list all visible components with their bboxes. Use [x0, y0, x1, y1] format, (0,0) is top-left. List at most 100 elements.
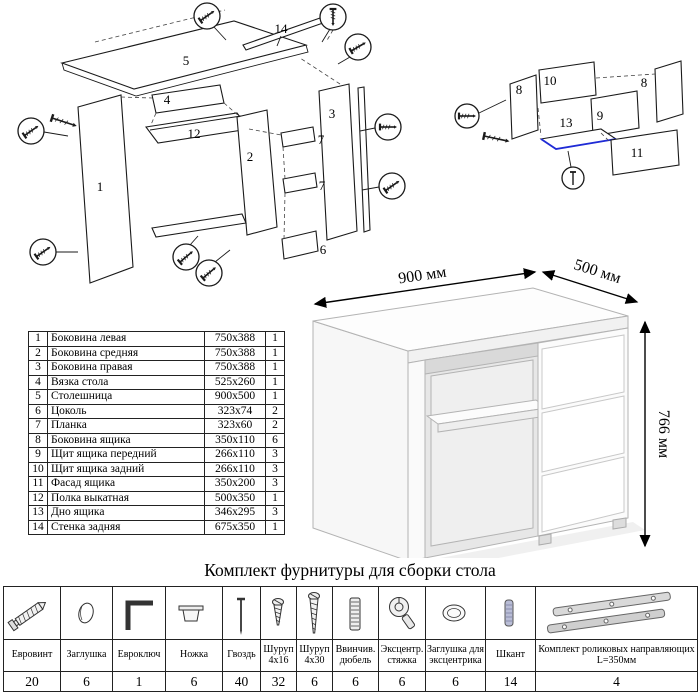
rail-bottom — [282, 172, 318, 194]
left-side-panel — [77, 94, 134, 284]
hardware-label: Гвоздь — [222, 639, 261, 672]
hardware-label: Шкант — [485, 639, 536, 672]
foot-icon — [178, 605, 204, 622]
hardware-label: Эксцентр. стяжка — [378, 639, 426, 672]
hardware-qty: 6 — [425, 671, 486, 692]
drawer-front-2 — [541, 395, 625, 473]
hardware-qty: 1 — [112, 671, 166, 692]
cap-icon — [78, 602, 94, 624]
hardware-qty-row: 20 6 1 6 40 32 6 6 6 6 14 4 — [3, 671, 698, 692]
nail-icon — [237, 597, 245, 635]
hardware-qty: 40 — [222, 671, 261, 692]
drawer-slide-icon — [546, 591, 671, 634]
hardware-qty: 6 — [60, 671, 113, 692]
drawer-front-1 — [541, 334, 625, 410]
drawer-back-panel — [538, 61, 597, 104]
part-label-4: 4 — [164, 92, 171, 107]
height-dimension-label: 766 мм — [655, 410, 672, 458]
hardware-kit-table: Евровинт Заглушка Евроключ Ножка Гвоздь … — [3, 586, 698, 692]
wood-dowel-icon — [504, 599, 514, 627]
hardware-label: Заглушка для эксцентрика — [425, 639, 486, 672]
drawer-front-panel — [590, 90, 640, 137]
bottom-board — [151, 213, 247, 238]
part-label-5: 5 — [183, 53, 190, 68]
drawer-exploded-diagram: 10 8 8 9 13 11 — [454, 60, 684, 190]
desk-exploded-diagram: 14 5 4 12 2 1 3 7 7 6 — [17, 2, 406, 287]
hardware-label: Ножка — [165, 639, 223, 672]
hardware-label: Комплект роликовых направляющих L=350мм — [535, 639, 698, 672]
desk-body — [312, 287, 629, 558]
right-side-panel — [318, 83, 358, 241]
hardware-icons-row — [3, 586, 698, 640]
screw-in-dowel-icon — [349, 597, 361, 631]
depth-dimension-label: 500 мм — [572, 256, 623, 287]
hardware-label: Евровинт — [3, 639, 61, 672]
hardware-qty: 6 — [165, 671, 223, 692]
cam-cap-icon — [442, 604, 466, 622]
part-label-14: 14 — [275, 21, 289, 36]
part-label-6: 6 — [320, 242, 327, 257]
part-label-11: 11 — [631, 145, 644, 160]
part-label-10: 10 — [544, 73, 557, 88]
screw-4x30-icon — [308, 592, 320, 634]
hardware-qty: 14 — [485, 671, 536, 692]
drawer-front-3 — [541, 456, 625, 533]
part-label-2: 2 — [247, 149, 254, 164]
part-label-3: 3 — [329, 106, 336, 121]
drawer-side-left — [509, 74, 539, 140]
part-label-7b: 7 — [319, 178, 326, 193]
part-label-8-left: 8 — [516, 82, 523, 97]
plinth-panel — [281, 230, 319, 260]
part-label-9: 9 — [597, 108, 604, 123]
part-label-7a: 7 — [318, 132, 325, 147]
hardware-qty: 4 — [535, 671, 698, 692]
hardware-label: Шуруп 4x30 — [296, 639, 333, 672]
hardware-kit-title: Комплект фурнитуры для сборки стола — [204, 560, 496, 580]
part-label-12: 12 — [188, 126, 201, 141]
drawer-unit — [537, 327, 629, 537]
rail-top — [280, 126, 316, 148]
part-label-8-right: 8 — [641, 75, 648, 90]
hardware-labels-row: Евровинт Заглушка Евроключ Ножка Гвоздь … — [3, 639, 698, 672]
screw-4x16-icon — [272, 598, 284, 626]
hardware-qty: 6 — [378, 671, 426, 692]
hardware-qty: 6 — [332, 671, 379, 692]
hardware-qty: 32 — [260, 671, 297, 692]
hex-key-icon — [125, 600, 153, 630]
hardware-qty: 20 — [3, 671, 61, 692]
drawer-hardware-callouts — [454, 99, 585, 190]
desktop-panel — [60, 9, 309, 97]
width-dimension-label: 900 мм — [397, 264, 447, 288]
part-label-13: 13 — [560, 115, 573, 130]
drawer-bottom-panel — [539, 128, 618, 150]
drawer-side-right — [654, 60, 684, 123]
hardware-label: Шуруп 4x16 — [260, 639, 297, 672]
part-label-1: 1 — [97, 179, 104, 194]
hardware-label: Евроключ — [112, 639, 166, 672]
hardware-qty: 6 — [296, 671, 333, 692]
desk-render: 900 мм 500 мм 766 мм — [312, 256, 672, 558]
hardware-label: Заглушка — [60, 639, 113, 672]
cam-lock-icon — [389, 597, 416, 630]
back-strip — [357, 86, 371, 233]
drawer-fascia-panel — [610, 129, 680, 176]
desk-feet — [538, 517, 627, 546]
hardware-callouts — [17, 2, 406, 287]
middle-side-panel — [236, 109, 278, 236]
